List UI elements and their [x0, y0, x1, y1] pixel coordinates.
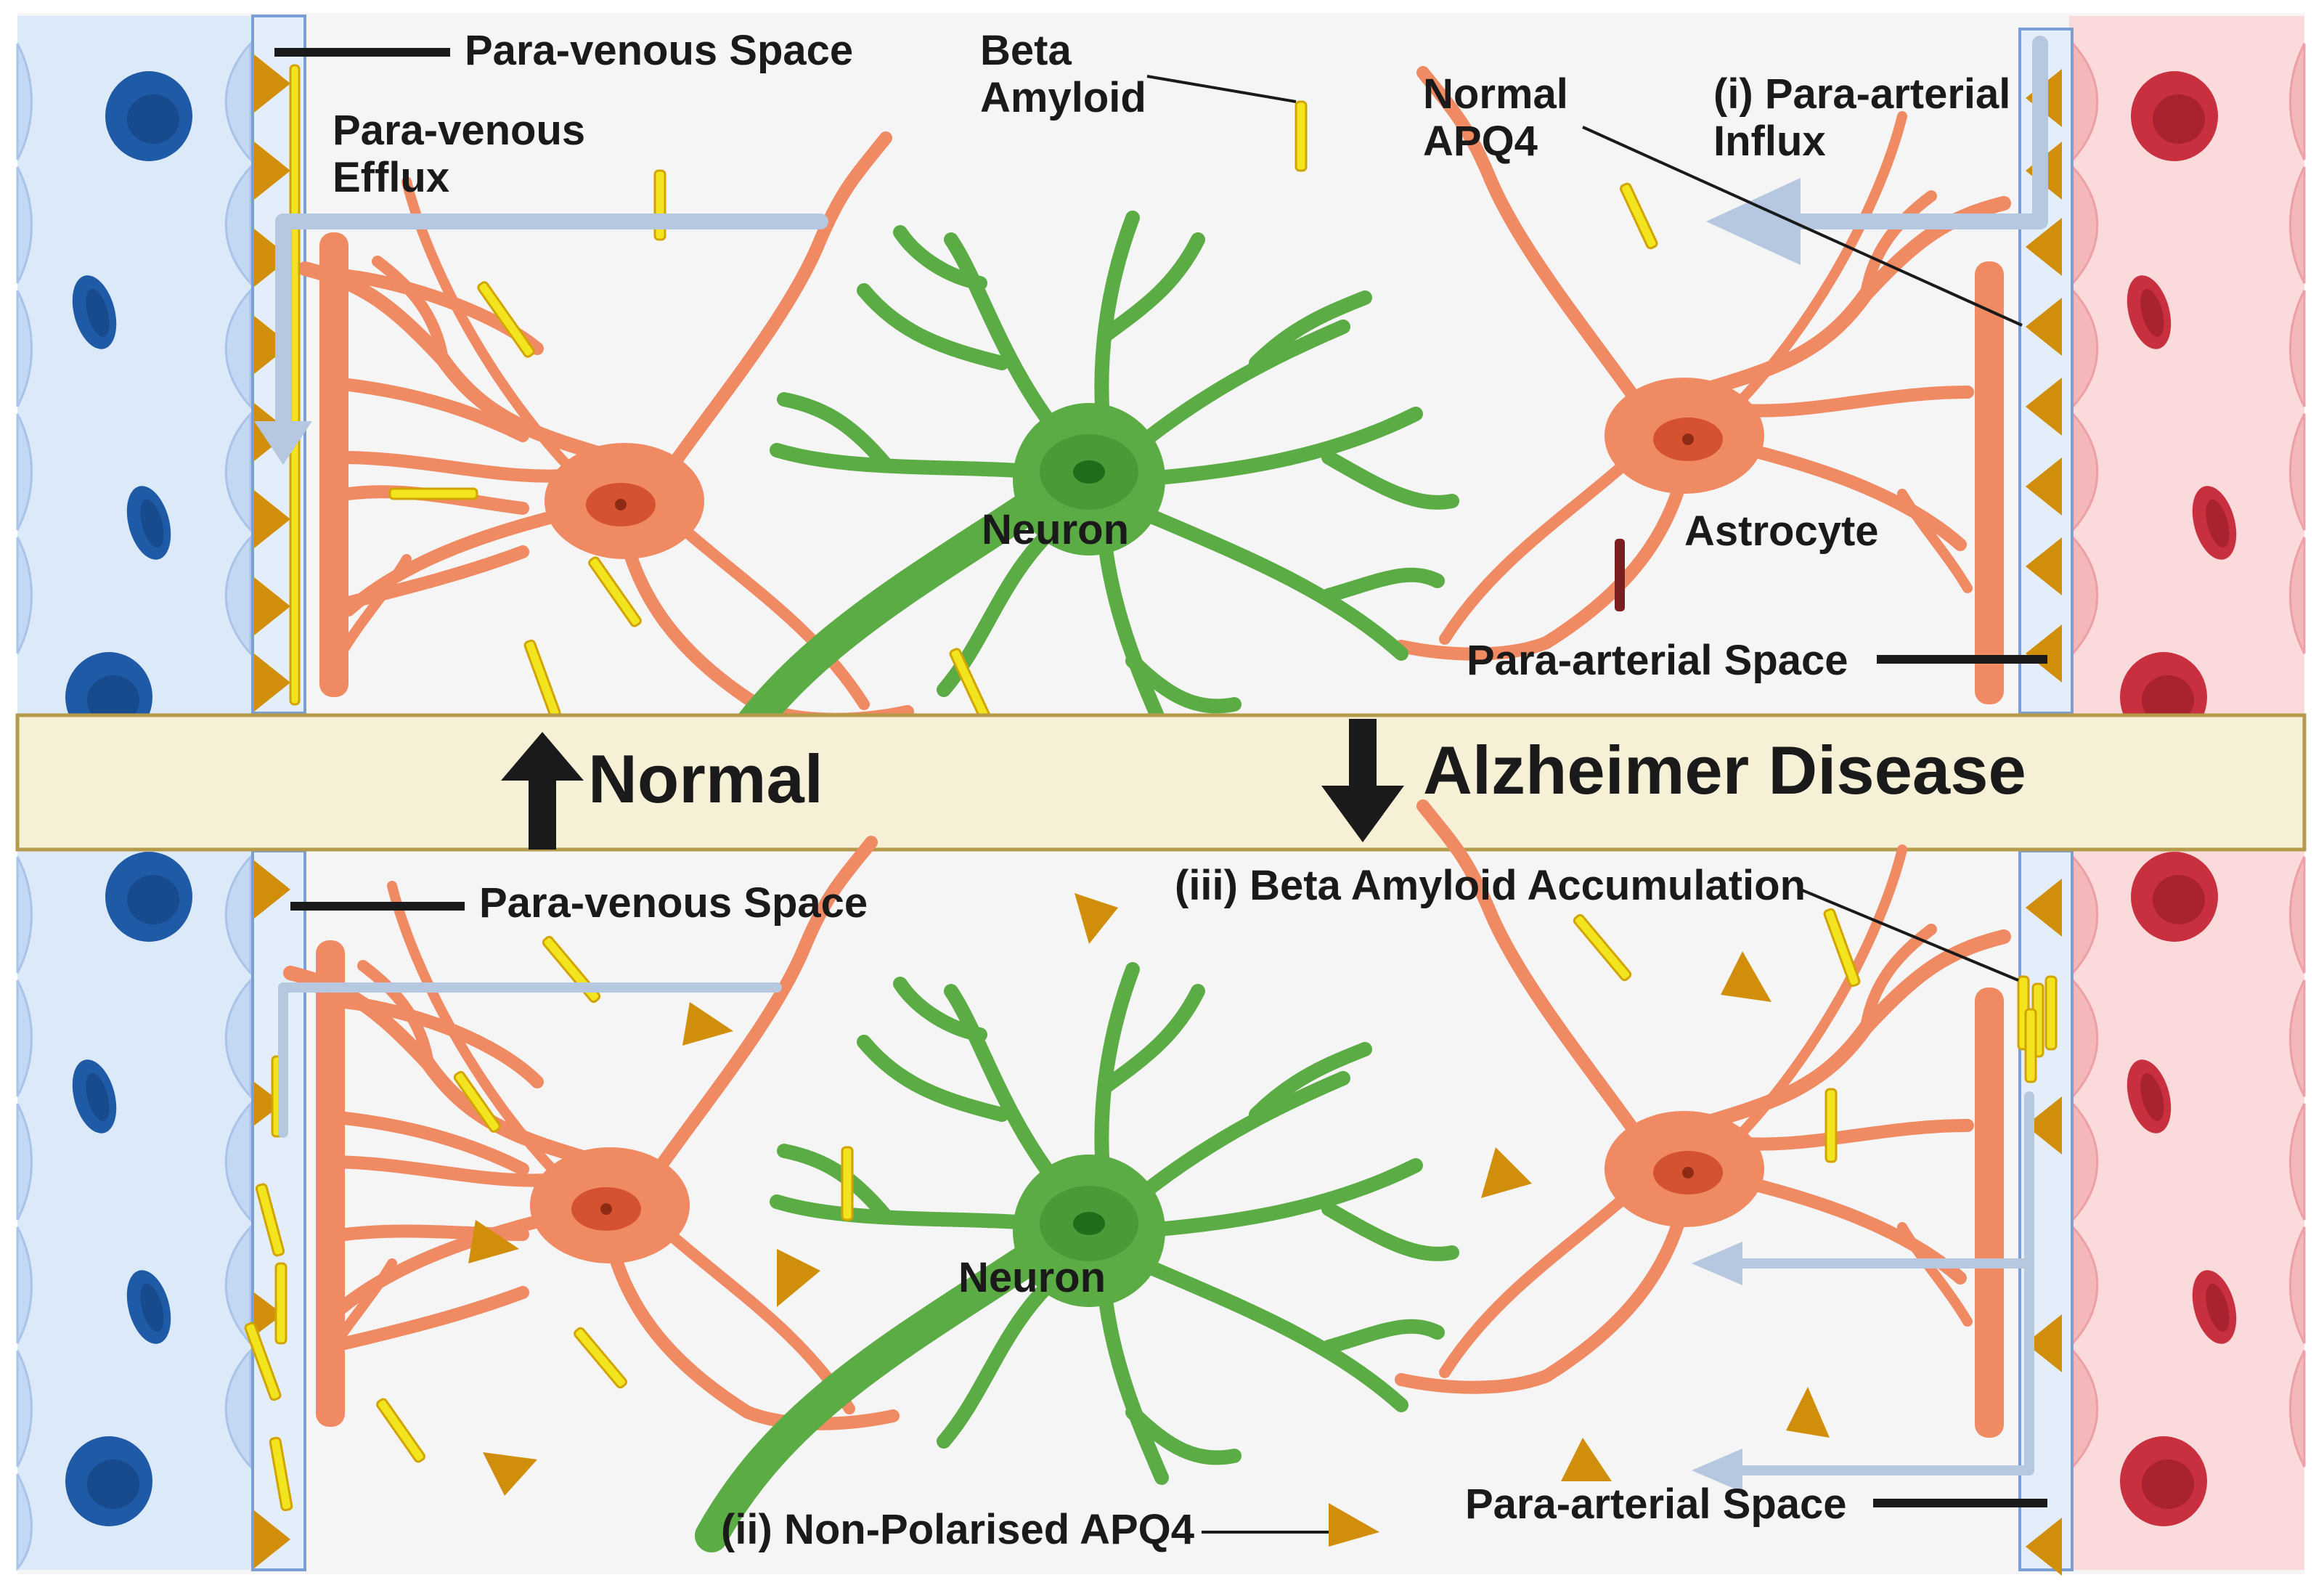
- normal-label: Normal: [588, 741, 823, 817]
- alzheimer-disease-label: Alzheimer Disease: [1423, 732, 2026, 808]
- para-arterial-influx-label: (i) Para-arterial Influx: [1713, 70, 2011, 165]
- non-polarised-apq4-label: (ii) Non-Polarised APQ4: [721, 1506, 1195, 1553]
- neuron-label-bottom: Neuron: [958, 1254, 1106, 1301]
- beta-amyloid-label: Beta Amyloid: [980, 27, 1146, 121]
- para-venous-space-label-top: Para-venous Space: [465, 27, 854, 74]
- flow-arrow-icon: [275, 36, 2048, 458]
- up-arrow-icon: [501, 732, 584, 850]
- normal-apq4-label: Normal APQ4: [1423, 70, 1568, 165]
- astrocyte-label: Astrocyte: [1684, 508, 1879, 555]
- para-venous-space-label-bottom: Para-venous Space: [479, 879, 868, 927]
- neuron-label-top: Neuron: [982, 506, 1129, 553]
- beta-amyloid-accumulation-label: (iii) Beta Amyloid Accumulation: [1175, 862, 1806, 909]
- para-venous-efflux-label: Para-venous Efflux: [333, 107, 586, 201]
- para-arterial-space-label-bottom: Para-arterial Space: [1465, 1481, 1847, 1528]
- down-arrow-icon: [1321, 719, 1404, 842]
- para-arterial-space-label-top: Para-arterial Space: [1467, 637, 1848, 684]
